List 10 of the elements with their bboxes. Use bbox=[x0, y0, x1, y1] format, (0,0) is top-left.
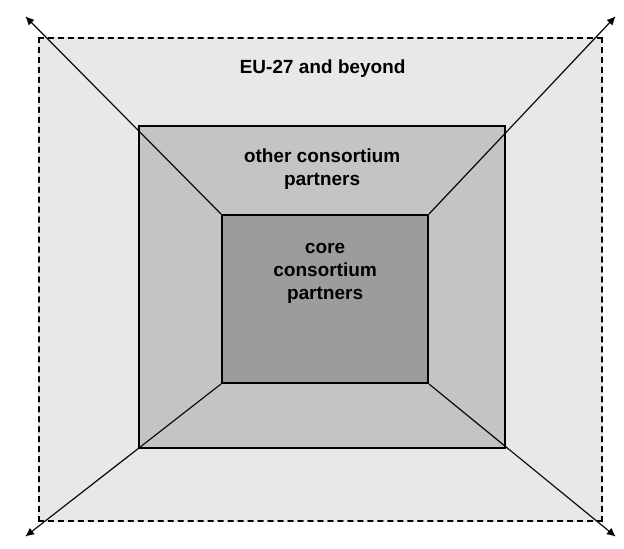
region-box bbox=[138, 125, 506, 449]
arrow bbox=[26, 16, 222, 214]
region-box bbox=[38, 37, 603, 522]
region-label: EU-27 and beyond bbox=[238, 56, 406, 79]
arrow bbox=[428, 16, 616, 214]
core-box bbox=[221, 214, 429, 384]
arrow bbox=[26, 383, 222, 537]
region-label: core consortium partners bbox=[272, 236, 378, 305]
arrow bbox=[428, 384, 616, 536]
region-label: other consortium partners bbox=[242, 145, 402, 191]
